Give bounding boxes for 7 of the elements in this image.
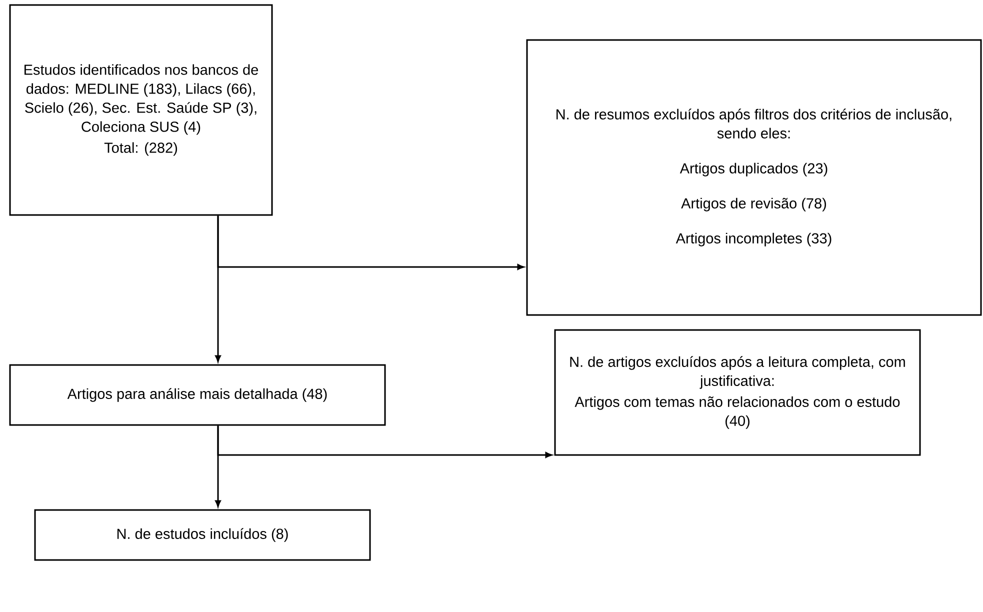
process-box: N. de artigos excluídos após a leitura completa, com justificativa: Artigos com temas não relacionados com o estudo (40) bbox=[554, 329, 921, 456]
process-box: N. de estudos incluídos (8) bbox=[34, 509, 371, 561]
process-box: Artigos para análise mais detalhada (48) bbox=[9, 364, 386, 426]
process-box: Estudos identificados nos bancos de dados: MEDLINE (183), Lilacs (66), Scielo (26), Sec. Est. Saúde SP (3), Coleciona SUS (4) Total: (282) bbox=[9, 4, 273, 216]
arrow bbox=[217, 216, 524, 270]
arrow bbox=[217, 426, 552, 458]
process-box: N. de resumos excluídos após filtros dos critérios de inclusão, sendo eles: Artigos duplicados (23) Artigos de revisão (78) Artigos incompletes (33) bbox=[526, 39, 982, 316]
